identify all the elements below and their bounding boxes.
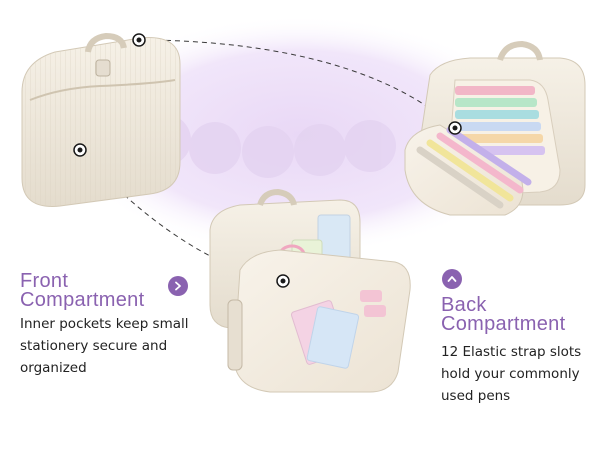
back-title-line1: Back (441, 294, 487, 316)
chevron-right-icon (168, 276, 188, 296)
back-title-line2: Compartment (441, 313, 566, 335)
closed-pencil-case (21, 32, 181, 207)
back-compartment-description: 12 Elastic strap slots hold your commonl… (441, 341, 600, 407)
front-desc-line1: Inner pockets keep small (20, 316, 189, 332)
front-compartment-description: Inner pockets keep small stationery secu… (20, 313, 210, 379)
back-compartment-case (404, 40, 586, 216)
back-desc-line2: hold your commonly (441, 366, 580, 382)
flap-pens (416, 126, 532, 209)
front-title-line1: Front (20, 270, 69, 292)
hotspot-dot (276, 274, 290, 288)
front-compartment-title: Front Compartment (20, 270, 145, 311)
back-desc-line3: used pens (441, 388, 511, 404)
back-compartment-title: Back Compartment (441, 294, 566, 335)
front-desc-line3: organized (20, 360, 87, 376)
hotspot-dot (132, 33, 146, 47)
hotspot-dot (73, 143, 87, 157)
front-title-line2: Compartment (20, 289, 145, 311)
hotspot-dot (448, 121, 462, 135)
front-desc-line2: stationery secure and (20, 338, 168, 354)
chevron-up-icon (442, 269, 462, 289)
back-desc-line1: 12 Elastic strap slots (441, 344, 582, 360)
